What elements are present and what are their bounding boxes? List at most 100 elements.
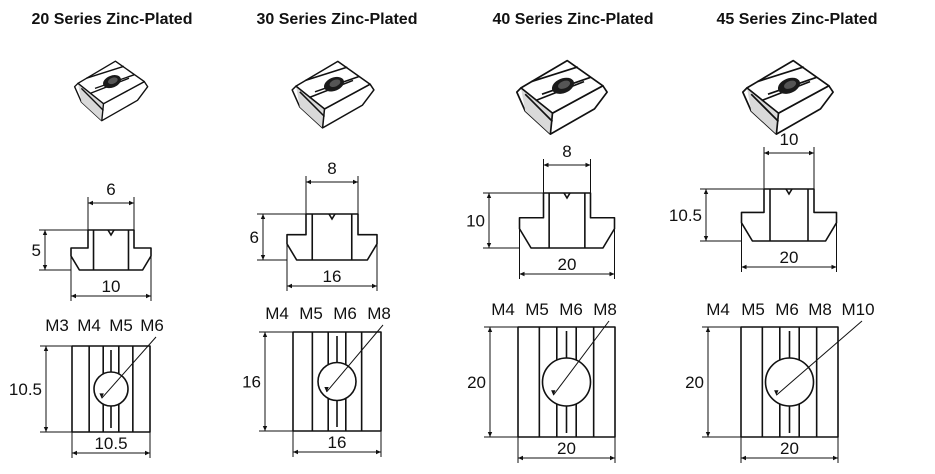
- height-label: 6: [250, 228, 259, 247]
- thread-size-label: M4: [491, 300, 515, 319]
- length-label: 16: [242, 373, 261, 392]
- isometric-nut-illustration: [515, 59, 608, 135]
- thread-size-label: M4: [265, 304, 289, 323]
- width-label: 20: [780, 439, 799, 458]
- arrowhead: [519, 271, 525, 277]
- arrowhead: [585, 162, 591, 168]
- arrowhead: [705, 432, 711, 437]
- length-label: 20: [467, 373, 486, 392]
- arrowhead: [741, 455, 746, 461]
- leader-line: [552, 320, 610, 396]
- nut-shadow: [296, 86, 325, 128]
- thread-hole-icon: [93, 371, 129, 407]
- thread-size-label: M8: [593, 300, 617, 319]
- arrowhead: [306, 179, 311, 185]
- arrowhead: [831, 264, 837, 270]
- isometric-nut-illustration: [73, 60, 149, 122]
- nut-shadow: [78, 83, 104, 121]
- thread-highlight: [558, 80, 571, 89]
- thread-size-label: M8: [367, 304, 391, 323]
- thread-size-label: M5: [299, 304, 323, 323]
- base-width-label: 16: [323, 267, 342, 286]
- arrowhead: [88, 200, 93, 206]
- arrowhead: [376, 449, 381, 455]
- profile-notch: [563, 192, 571, 200]
- arrowhead: [72, 450, 77, 456]
- arrowhead: [129, 200, 134, 206]
- arrowhead: [487, 432, 493, 437]
- arrowhead: [99, 393, 104, 399]
- nut-edge: [101, 103, 105, 121]
- arrowhead: [486, 243, 492, 248]
- arrowhead: [543, 162, 549, 168]
- arrowhead: [260, 255, 266, 260]
- arrowhead: [764, 150, 769, 156]
- thread-size-label: M3: [45, 316, 69, 335]
- profile-outline: [286, 213, 378, 261]
- slot-width-label: 10: [780, 130, 799, 149]
- nut-edge: [549, 113, 554, 135]
- arrowhead: [262, 332, 268, 337]
- profile-notch: [328, 213, 336, 221]
- leader-line: [326, 324, 384, 393]
- slot-width-label: 8: [562, 142, 571, 161]
- thread-size-label: M6: [559, 300, 583, 319]
- thread-size-label: M5: [109, 316, 133, 335]
- nut-ridge: [531, 66, 578, 83]
- arrowhead: [71, 293, 76, 299]
- arrowhead: [809, 150, 814, 156]
- arrowhead: [353, 179, 358, 185]
- arrowhead: [42, 265, 48, 270]
- thread-hole-icon: [541, 357, 592, 407]
- series-title: 45 Series Zinc-Plated: [717, 11, 878, 28]
- slot-width-label: 8: [327, 159, 336, 178]
- series-title: 30 Series Zinc-Plated: [257, 11, 418, 28]
- height-label: 5: [32, 241, 41, 260]
- thread-size-label: M6: [333, 304, 357, 323]
- nut-edge: [299, 91, 326, 118]
- nut-ridge: [86, 65, 125, 79]
- arrowhead: [703, 236, 709, 241]
- base-width-label: 20: [558, 255, 577, 274]
- arrowhead: [774, 390, 779, 396]
- thread-size-label: M6: [775, 300, 799, 319]
- profile-notch: [107, 229, 115, 237]
- length-label: 20: [685, 373, 704, 392]
- thread-size-label: M10: [841, 300, 874, 319]
- thread-hole-icon: [764, 357, 815, 407]
- arrowhead: [293, 449, 298, 455]
- profile-outline: [518, 192, 616, 249]
- isometric-nut-illustration: [291, 60, 375, 129]
- nut-ridge: [757, 66, 804, 83]
- thread-size-label: M4: [77, 316, 101, 335]
- thread-highlight: [329, 79, 341, 88]
- arrowhead: [741, 264, 747, 270]
- arrowhead: [610, 455, 615, 461]
- thread-size-label: M5: [741, 300, 765, 319]
- thread-size-label: M8: [808, 300, 832, 319]
- thread-highlight: [784, 80, 797, 89]
- arrowhead: [324, 386, 329, 392]
- height-label: 10.5: [669, 206, 702, 225]
- arrowhead: [486, 193, 492, 198]
- nut-shadow: [521, 87, 553, 135]
- series-title: 40 Series Zinc-Plated: [493, 11, 654, 28]
- arrowhead: [372, 283, 377, 289]
- nut-edge: [321, 108, 326, 128]
- arrowhead: [42, 230, 48, 235]
- thread-size-label: M5: [525, 300, 549, 319]
- arrowhead: [705, 327, 711, 332]
- arrowhead: [287, 283, 292, 289]
- arrowhead: [551, 390, 556, 396]
- profile-outline: [740, 188, 838, 242]
- arrowhead: [146, 293, 151, 299]
- arrowhead: [260, 214, 266, 219]
- arrowhead: [43, 427, 49, 432]
